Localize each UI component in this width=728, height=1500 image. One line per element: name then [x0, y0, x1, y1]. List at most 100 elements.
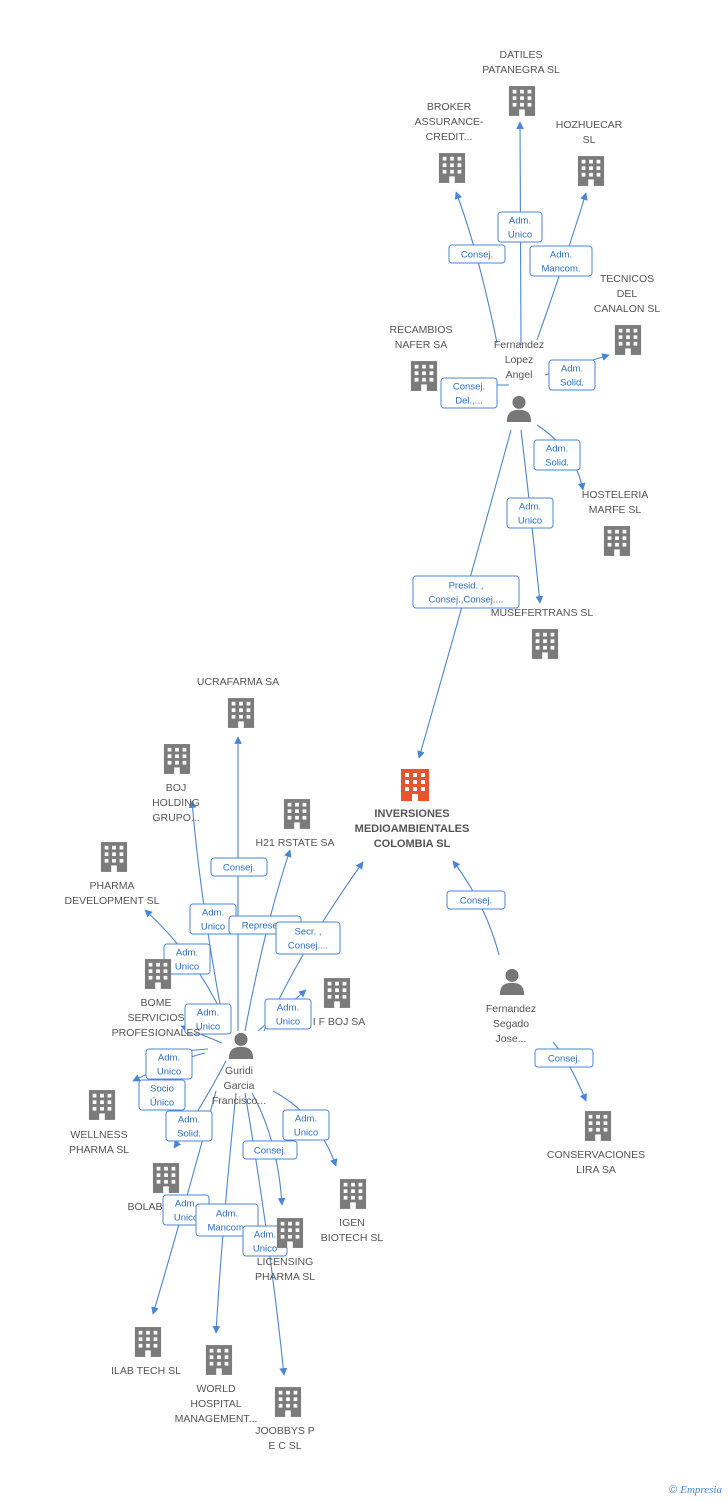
building-icon — [614, 325, 642, 355]
node-label: SL — [583, 134, 596, 146]
copyright-icon: © — [669, 1484, 678, 1496]
edge-label[interactable]: Adm.Unico — [506, 497, 554, 529]
edge-label-text: Mancom. — [541, 264, 580, 275]
edge-label[interactable]: Adm.Solid. — [165, 1110, 213, 1142]
node-label: SERVICIOS — [128, 1012, 185, 1024]
main-company-icon — [401, 769, 429, 801]
edge-label[interactable]: Adm.Unico — [145, 1048, 193, 1080]
edge-label-text: Único — [150, 1098, 174, 1109]
edge-label-text: Adm. — [561, 364, 583, 375]
node-label: Lopez — [505, 354, 534, 366]
edge-label[interactable]: Consej. — [446, 890, 506, 910]
edge-label-box — [138, 1079, 186, 1111]
edge-label[interactable]: Adm.Mancom. — [529, 245, 593, 277]
edge-label-box — [242, 1140, 298, 1160]
node-label: MARFE SL — [589, 504, 642, 516]
person-icon — [506, 395, 532, 422]
edge-label-box — [529, 245, 593, 277]
edge-label[interactable]: Consej. — [210, 857, 268, 877]
node-licensing[interactable]: LICENSING PHARMA SL — [255, 1218, 315, 1283]
node-broker[interactable]: BROKERASSURANCE-CREDIT... — [415, 101, 484, 183]
node-label: Segado — [493, 1018, 529, 1030]
edge-label-text: Adm. — [519, 502, 541, 513]
edge-label-text: Adm. — [295, 1114, 317, 1125]
edge-label-text: Unico — [175, 962, 199, 973]
node-label: Guridi — [225, 1065, 253, 1077]
node-label: BOLAB — [127, 1201, 162, 1213]
edge-label-box — [163, 943, 211, 975]
edge-label-text: Unico — [253, 1244, 277, 1255]
node-label: PHARMA SL — [255, 1271, 315, 1283]
building-icon — [274, 1387, 302, 1417]
node-bolab[interactable]: BOLAB — [127, 1163, 180, 1213]
node-world[interactable]: WORLDHOSPITALMANAGEMENT... — [175, 1345, 258, 1425]
edge-label-box — [282, 1109, 330, 1141]
edge-label[interactable]: Adm.Unico — [163, 943, 211, 975]
node-label: HOSTELERIA — [582, 489, 649, 501]
building-icon — [603, 526, 631, 556]
edge-label-text: Unico — [174, 1213, 198, 1224]
edge-label[interactable]: Presid. ,Consej.,Consej.... — [412, 575, 520, 609]
edge-label-box — [534, 1048, 594, 1068]
edge-label[interactable]: Adm.Unico — [497, 211, 543, 243]
node-boj_holding[interactable]: BOJHOLDINGGRUPO... — [152, 744, 200, 824]
node-joobbys[interactable]: JOOBBYS PE C SL — [255, 1387, 315, 1452]
node-label: CONSERVACIONES — [547, 1149, 645, 1161]
node-label: LICENSING — [257, 1256, 314, 1268]
node-label: RECAMBIOS — [389, 324, 452, 336]
node-ucrafarma[interactable]: UCRAFARMA SA — [197, 676, 279, 728]
node-label: CANALON SL — [594, 303, 661, 315]
edge-label-text: Adm. — [175, 1199, 197, 1210]
node-label: E C SL — [268, 1440, 301, 1452]
node-guridi[interactable]: GuridiGarciaFrancisco... — [212, 1032, 266, 1107]
node-hosteleria[interactable]: HOSTELERIA MARFE SL — [582, 489, 649, 556]
node-fernandez_segado[interactable]: FernandezSegadoJose... — [486, 968, 536, 1045]
node-ifboj[interactable]: I F BOJ SA — [313, 978, 366, 1028]
person-icon — [499, 968, 525, 995]
node-ilab[interactable]: ILAB TECH SL — [111, 1327, 181, 1377]
edge-label[interactable]: Adm.Mancom. — [195, 1203, 259, 1237]
edge-label[interactable]: Adm.Solid. — [548, 359, 596, 391]
edge-label[interactable]: Consej. — [534, 1048, 594, 1068]
edge-label-box — [448, 244, 506, 264]
edge-labels-layer: Adm.UnicoConsej.Adm.Mancom.Consej.Del.,.… — [138, 211, 596, 1257]
node-label: WELLNESS — [70, 1129, 127, 1141]
edge-label[interactable]: Consej. — [448, 244, 506, 264]
node-label: ILAB TECH SL — [111, 1365, 181, 1377]
edge-label-text: Unico — [508, 230, 532, 241]
edge-label[interactable]: Secr. ,Consej.... — [275, 921, 341, 955]
brand-logo: Empresia — [680, 1484, 722, 1496]
edge-label-box — [497, 211, 543, 243]
node-musefertrans[interactable]: MUSEFERTRANS SL — [491, 607, 594, 659]
node-label: WORLD — [196, 1383, 236, 1395]
node-h21[interactable]: H21 RSTATE SA — [256, 799, 335, 849]
building-icon — [144, 959, 172, 989]
edge-label[interactable]: Adm.Unico — [189, 903, 237, 935]
building-icon — [205, 1345, 233, 1375]
edge-label-text: Consej. — [453, 382, 485, 393]
edge-label[interactable]: Adm.Unico — [282, 1109, 330, 1141]
edge-label[interactable]: Adm.Solid. — [533, 439, 581, 471]
edge-label[interactable]: Adm.Unico — [264, 998, 312, 1030]
edge-label[interactable]: Consej.Del.,... — [440, 377, 498, 409]
edge-label[interactable]: Adm.Unico — [184, 1003, 232, 1035]
edge-label-text: Solid. — [177, 1129, 201, 1140]
edge-label[interactable]: Consej. — [242, 1140, 298, 1160]
edge-label-box — [195, 1203, 259, 1237]
building-icon — [283, 799, 311, 829]
building-icon — [410, 361, 438, 391]
node-label: Jose... — [496, 1033, 527, 1045]
